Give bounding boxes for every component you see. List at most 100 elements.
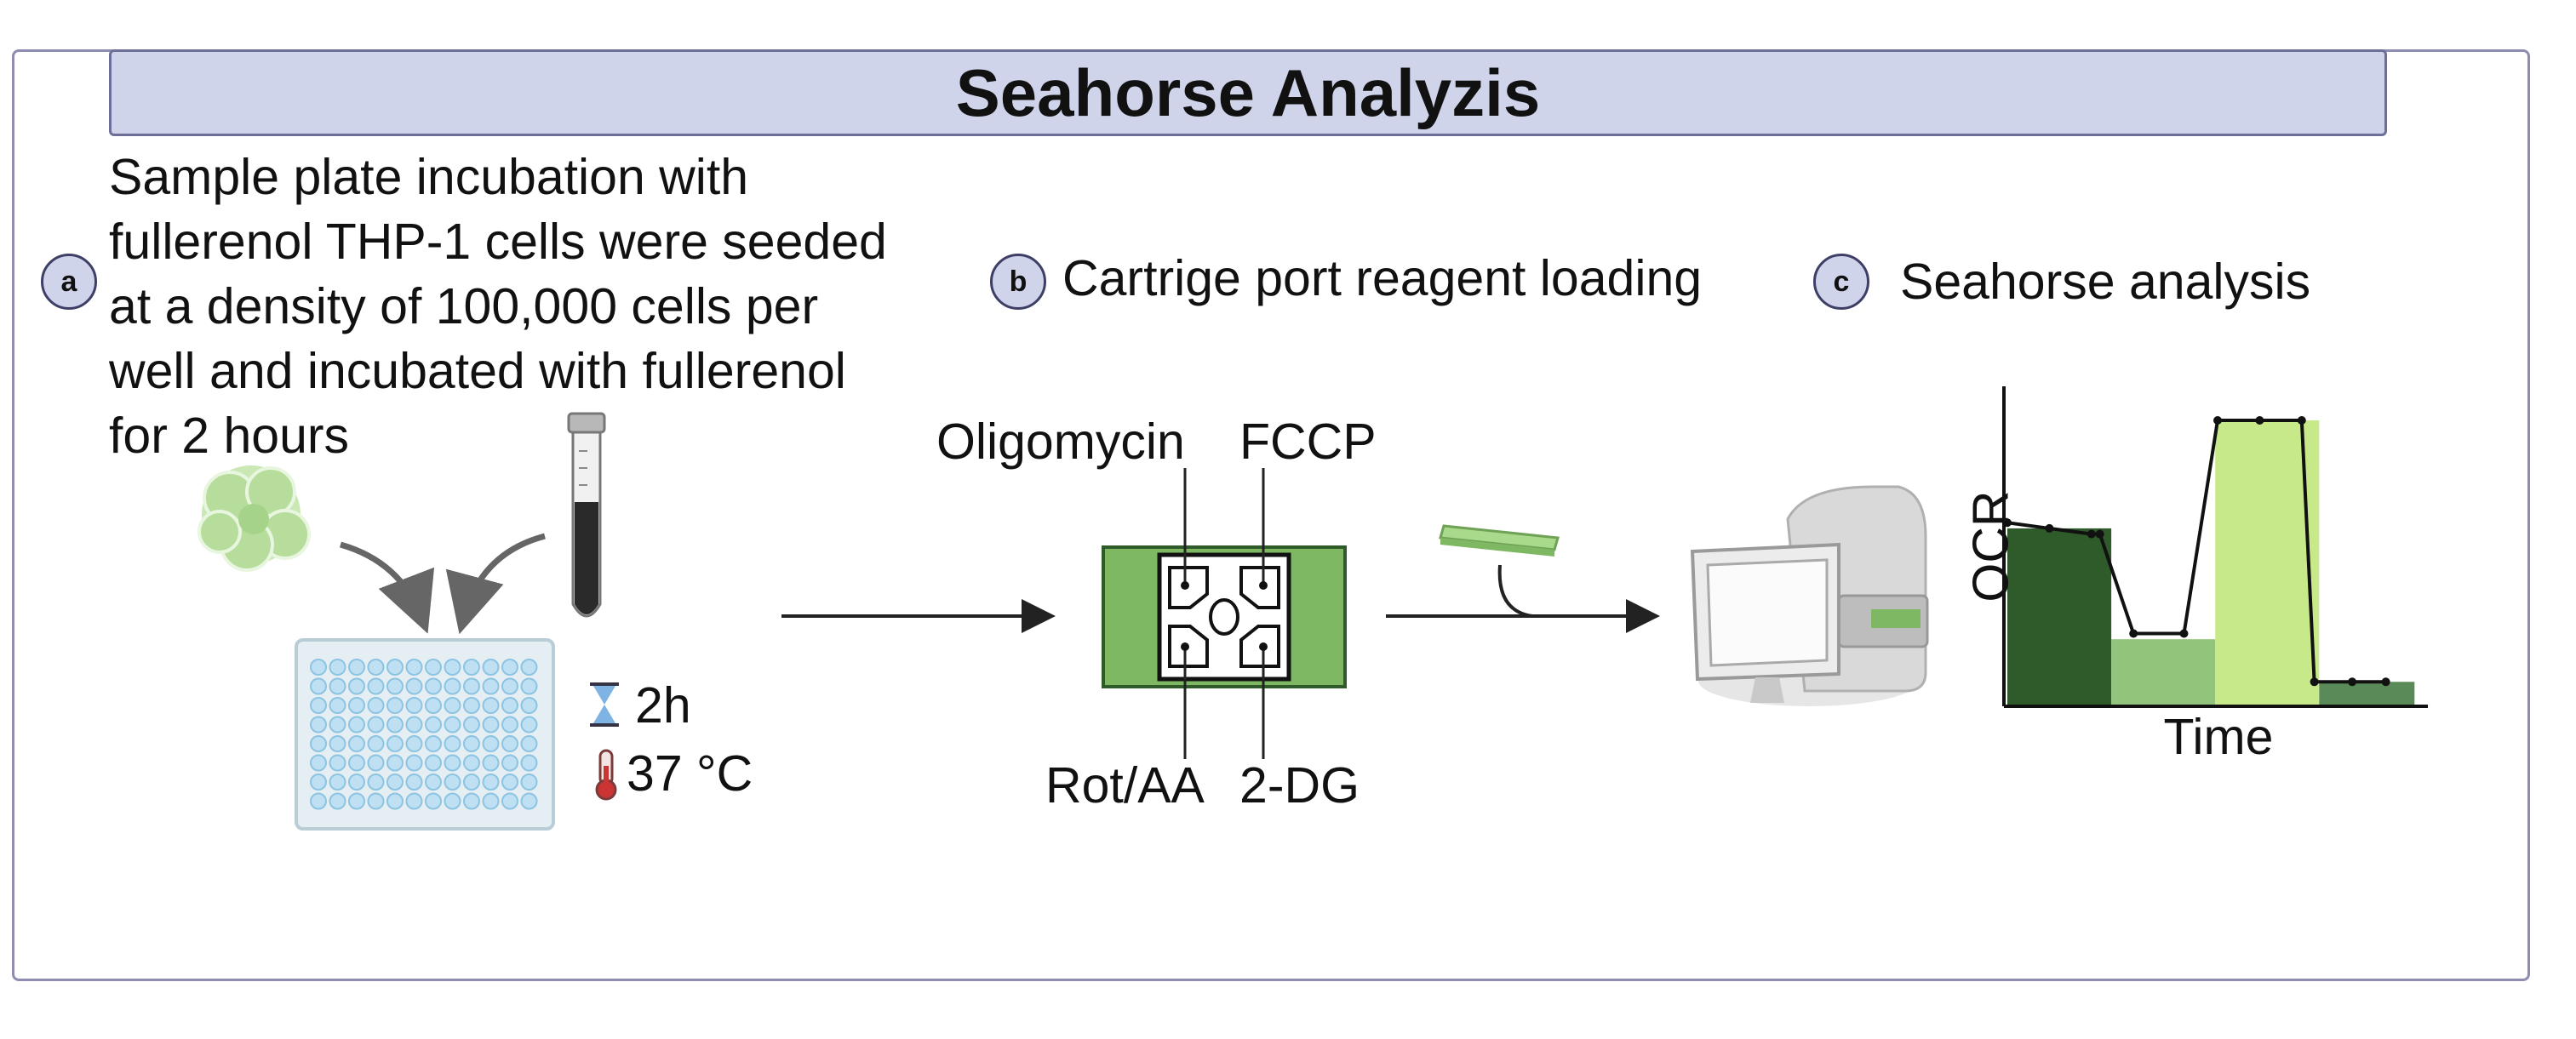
well-plate-icon bbox=[295, 638, 555, 831]
plate-well bbox=[444, 716, 461, 734]
incubation-temperature: 37 °C bbox=[627, 745, 753, 802]
plate-well bbox=[348, 792, 365, 810]
plate-well bbox=[386, 716, 404, 734]
chart-point bbox=[2381, 677, 2390, 687]
plate-well bbox=[444, 735, 461, 752]
plate-well bbox=[386, 792, 404, 810]
plate-well bbox=[405, 735, 423, 752]
plate-well bbox=[310, 659, 327, 676]
plate-well bbox=[348, 659, 365, 676]
plate-well bbox=[386, 774, 404, 791]
reagent-rot-aa: Rot/AA bbox=[1045, 757, 1205, 814]
plate-well bbox=[348, 774, 365, 791]
chart-segment bbox=[2111, 639, 2216, 705]
plate-well bbox=[367, 735, 385, 752]
plate-well bbox=[501, 716, 518, 734]
chart-point bbox=[2297, 416, 2306, 425]
chart-point bbox=[2095, 529, 2104, 539]
plate-well bbox=[482, 659, 500, 676]
plate-well bbox=[444, 792, 461, 810]
plate-well bbox=[386, 754, 404, 772]
thermometer-icon bbox=[595, 749, 617, 801]
plate-well bbox=[329, 774, 346, 791]
chart-x-label: Time bbox=[2164, 709, 2274, 765]
seahorse-analyzer-icon bbox=[1690, 485, 1929, 706]
plate-well bbox=[386, 697, 404, 714]
ocr-chart: Time OCR bbox=[1963, 386, 2428, 765]
plate-well bbox=[367, 677, 385, 695]
step-a-line: fullerenol THP-1 cells were seeded bbox=[109, 214, 887, 270]
plate-well bbox=[482, 697, 500, 714]
step-a-line: well and incubated with fullerenol bbox=[109, 343, 846, 399]
plate-well bbox=[520, 792, 538, 810]
plate-well bbox=[329, 792, 346, 810]
plate-well bbox=[386, 659, 404, 676]
tube-to-plate-arrow bbox=[445, 533, 546, 635]
plate-well bbox=[463, 792, 480, 810]
incubation-time: 2h bbox=[635, 677, 691, 734]
chart-point bbox=[2129, 629, 2138, 638]
plate-well bbox=[405, 754, 423, 772]
plate-well bbox=[425, 754, 442, 772]
plate-well bbox=[425, 697, 442, 714]
plate-well bbox=[444, 697, 461, 714]
plate-well bbox=[444, 774, 461, 791]
chart-point bbox=[2310, 677, 2319, 687]
reagent-oligomycin: Oligomycin bbox=[936, 414, 1185, 470]
plate-well bbox=[520, 735, 538, 752]
plate-well bbox=[367, 659, 385, 676]
step-b-label: Cartrige port reagent loading bbox=[1062, 250, 1703, 306]
plate-well bbox=[386, 677, 404, 695]
plate-well bbox=[463, 735, 480, 752]
plate-well bbox=[405, 774, 423, 791]
plate-well bbox=[425, 677, 442, 695]
plate-well bbox=[501, 659, 518, 676]
cells-to-plate-arrow bbox=[340, 541, 435, 634]
plate-well bbox=[425, 716, 442, 734]
plate-well bbox=[310, 677, 327, 695]
chart-segment bbox=[2007, 528, 2112, 705]
plate-well bbox=[367, 774, 385, 791]
plate-well bbox=[501, 735, 518, 752]
chart-y-label: OCR bbox=[1963, 490, 2019, 602]
chart-point bbox=[2087, 529, 2096, 539]
chart-point bbox=[2348, 677, 2357, 687]
title-banner: Seahorse Analyzis bbox=[109, 49, 2387, 136]
plate-well bbox=[329, 677, 346, 695]
reagent-2dg: 2-DG bbox=[1239, 757, 1360, 814]
plate-well bbox=[425, 659, 442, 676]
plate-well bbox=[405, 659, 423, 676]
plate-well bbox=[463, 774, 480, 791]
cartridge-insert-line bbox=[1497, 564, 1533, 618]
ocr-trace-line bbox=[2006, 419, 2386, 684]
plate-well bbox=[310, 735, 327, 752]
plate-well bbox=[482, 677, 500, 695]
plate-well bbox=[444, 677, 461, 695]
plate-well bbox=[310, 792, 327, 810]
plate-well bbox=[463, 677, 480, 695]
plate-well bbox=[520, 659, 538, 676]
plate-well bbox=[520, 716, 538, 734]
diagram-title: Seahorse Analyzis bbox=[955, 54, 1541, 130]
chart-point bbox=[2255, 416, 2264, 425]
plate-well bbox=[329, 754, 346, 772]
chart-point bbox=[2003, 518, 2012, 528]
plate-well bbox=[348, 754, 365, 772]
plate-well bbox=[367, 754, 385, 772]
plate-well bbox=[501, 774, 518, 791]
step-a-line: at a density of 100,000 cells per bbox=[109, 278, 819, 334]
plate-well bbox=[367, 716, 385, 734]
plate-well bbox=[463, 716, 480, 734]
chart-point bbox=[2213, 416, 2222, 425]
sensor-cartridge-icon bbox=[1102, 545, 1347, 688]
plate-well bbox=[386, 735, 404, 752]
step-c-label: Seahorse analysis bbox=[1900, 254, 2311, 310]
chart-segment bbox=[2215, 420, 2320, 705]
step-a-line: Sample plate incubation with bbox=[109, 149, 749, 205]
plate-well bbox=[501, 697, 518, 714]
plate-well bbox=[482, 716, 500, 734]
step-c-badge: c bbox=[1813, 254, 1869, 310]
plate-well bbox=[329, 716, 346, 734]
plate-well bbox=[463, 697, 480, 714]
